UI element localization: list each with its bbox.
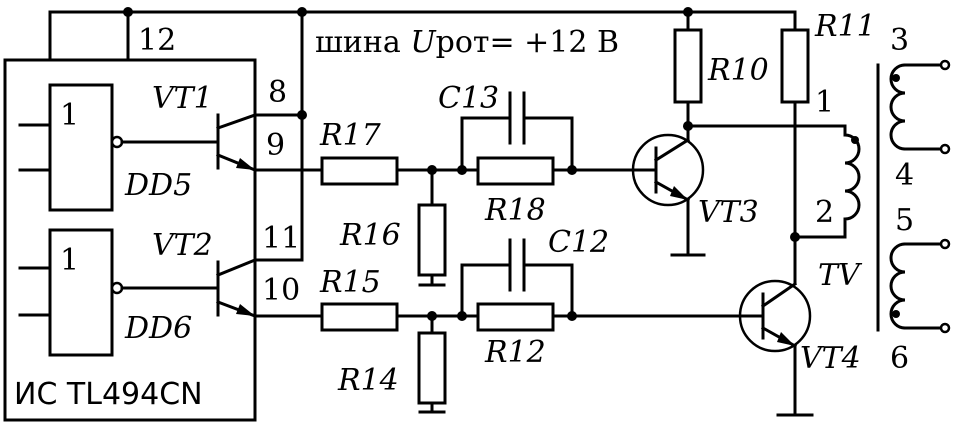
- ic-tl494cn: ИС TL494CN 12 1 DD5 1 DD6 VT1 VT2: [3, 23, 257, 422]
- pin-8-label: 8: [268, 75, 287, 110]
- dd6-label: DD6: [124, 311, 192, 346]
- dd5-label: DD5: [124, 168, 192, 203]
- transformer-label: TV: [818, 258, 863, 293]
- vt3-label: VT3: [698, 195, 759, 230]
- upper-branch: R17 R16 R18 C13: [253, 81, 642, 287]
- vt4-stage: R11 VT4: [738, 9, 876, 417]
- pin-12-label: 12: [138, 23, 176, 58]
- pin-9-label: 9: [266, 128, 285, 163]
- r12-label: R12: [484, 335, 546, 370]
- winding-3-label: 3: [890, 23, 909, 58]
- r11-label: R11: [814, 9, 876, 44]
- bus-label: шина Uрот= +12 В: [315, 25, 619, 60]
- pin-11-label: 11: [262, 221, 300, 256]
- r15-label: R15: [319, 265, 381, 300]
- c13-label: C13: [438, 81, 499, 116]
- r18-label: R18: [484, 193, 546, 228]
- ic-pin-wires: 8 9 11 10: [253, 75, 307, 308]
- dd5-one-label: 1: [60, 98, 79, 133]
- r17-label: R17: [319, 118, 382, 153]
- winding-6-label: 6: [890, 341, 909, 376]
- winding-1-label: 1: [815, 85, 834, 120]
- winding-2-label: 2: [815, 195, 834, 230]
- vt3-stage: R10 VT3: [631, 10, 769, 257]
- lower-branch: R15 R14 R12 C12: [253, 225, 759, 414]
- c12-label: C12: [548, 225, 609, 260]
- supply-bus: шина Uрот= +12 В: [48, 7, 797, 117]
- transformer-tv: 1 2 TV 3 4 5 6: [686, 23, 951, 376]
- winding-5-label: 5: [895, 203, 914, 238]
- vt1-label: VT1: [152, 81, 213, 116]
- winding-4-label: 4: [895, 158, 914, 193]
- r14-label: R14: [337, 363, 399, 398]
- pin-10-label: 10: [262, 273, 300, 308]
- r16-label: R16: [339, 218, 401, 253]
- ic-label: ИС TL494CN: [14, 377, 203, 412]
- r10-label: R10: [707, 53, 769, 88]
- vt4-label: VT4: [800, 341, 861, 376]
- vt2-label: VT2: [152, 228, 213, 263]
- dd6-one-label: 1: [60, 243, 79, 278]
